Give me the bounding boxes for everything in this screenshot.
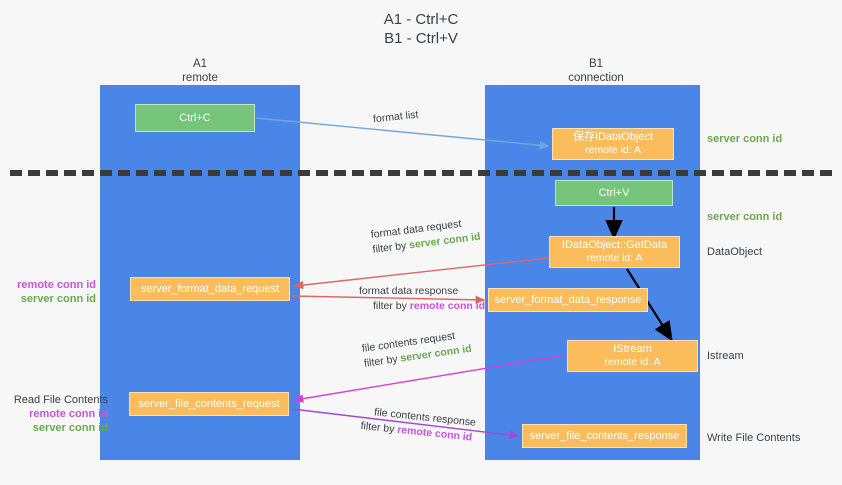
box-save-idataobject-sub: remote id: A — [584, 144, 642, 156]
note-left-server-conn-id-2: server conn id — [32, 422, 108, 434]
note-left-read-file-contents: Read File Contents — [13, 394, 108, 406]
column-header-b1-sub: connection — [568, 72, 624, 84]
box-server-file-contents-request[interactable]: server_file_contents_request — [129, 392, 289, 416]
box-istream-sub: remote id: A — [604, 356, 661, 368]
box-getdata-label: IDataObject::GetData — [561, 239, 668, 251]
box-server-file-contents-response-label: server_file_contents_response — [529, 429, 680, 442]
note-right-istream: Istream — [707, 350, 744, 362]
edge-label-format-data-response: format data response filter by remote co… — [359, 284, 485, 314]
filter-prefix: filter by — [363, 352, 402, 370]
note-right-server-conn-id-2: server conn id — [707, 211, 783, 223]
note-left-remote-conn-id-2: remote conn id — [29, 408, 108, 420]
box-server-format-data-request[interactable]: server_format_data_request — [130, 277, 290, 301]
edge-label-format-data-response-text: format data response — [359, 285, 459, 297]
edge-label-file-contents-response: file contents response filter by remote … — [360, 404, 477, 446]
box-ctrl-c-label: Ctrl+C — [179, 111, 211, 124]
box-save-idataobject-label: 保存IDataObject — [572, 131, 654, 143]
filter-prefix: filter by — [371, 239, 410, 256]
edge-label-format-data-response-filter: filter by remote conn id — [373, 299, 485, 314]
note-right-server-conn-id-1: server conn id — [707, 133, 783, 145]
filter-value-remote-conn-id: remote conn id — [409, 300, 486, 312]
title-line-2: B1 - Ctrl+V — [384, 30, 458, 47]
column-header-a1-sub: remote — [182, 72, 218, 84]
edge-label-format-list-text: format list — [372, 108, 419, 126]
box-server-format-data-response[interactable]: server_format_data_response — [488, 288, 648, 312]
filter-prefix: filter by — [373, 300, 410, 312]
note-left-read-file-contents-group: Read File Contents remote conn id server… — [8, 393, 108, 435]
edge-label-file-contents-request: file contents request filter by server c… — [361, 327, 473, 372]
note-left-remote-conn-id-1: remote conn id — [17, 279, 96, 291]
column-header-a1-name: A1 — [192, 58, 208, 70]
box-server-file-contents-request-label: server_file_contents_request — [138, 397, 280, 410]
box-istream-label: IStream — [613, 343, 652, 355]
box-ctrl-v-label: Ctrl+V — [598, 186, 630, 199]
box-save-idataobject[interactable]: 保存IDataObject remote id: A — [552, 128, 674, 160]
column-header-b1-name: B1 — [588, 58, 604, 70]
filter-prefix: filter by — [360, 419, 398, 436]
box-server-format-data-response-label: server_format_data_response — [494, 293, 642, 306]
box-ctrl-c[interactable]: Ctrl+C — [135, 104, 255, 132]
edge-label-format-data-request: format data request filter by server con… — [370, 215, 481, 258]
note-right-write-file-contents: Write File Contents — [707, 432, 801, 444]
note-right-dataobject: DataObject — [707, 246, 763, 258]
box-server-file-contents-response[interactable]: server_file_contents_response — [522, 424, 687, 448]
note-left-server-conn-id-1: server conn id — [20, 293, 96, 305]
box-istream[interactable]: IStream remote id: A — [567, 340, 698, 372]
box-getdata-sub: remote id: A — [586, 252, 643, 264]
box-getdata[interactable]: IDataObject::GetData remote id: A — [549, 236, 680, 268]
diagram-title: A1 - Ctrl+C B1 - Ctrl+V — [0, 10, 842, 48]
box-ctrl-v[interactable]: Ctrl+V — [555, 180, 673, 206]
column-header-b1: B1 connection — [506, 57, 686, 85]
phase-divider — [10, 170, 832, 176]
column-header-a1: A1 remote — [110, 57, 290, 85]
box-server-format-data-request-label: server_format_data_request — [140, 282, 280, 295]
edge-label-format-list: format list — [372, 108, 419, 128]
note-left-conn-ids-1: remote conn id server conn id — [8, 278, 96, 306]
title-line-1: A1 - Ctrl+C — [383, 11, 459, 28]
